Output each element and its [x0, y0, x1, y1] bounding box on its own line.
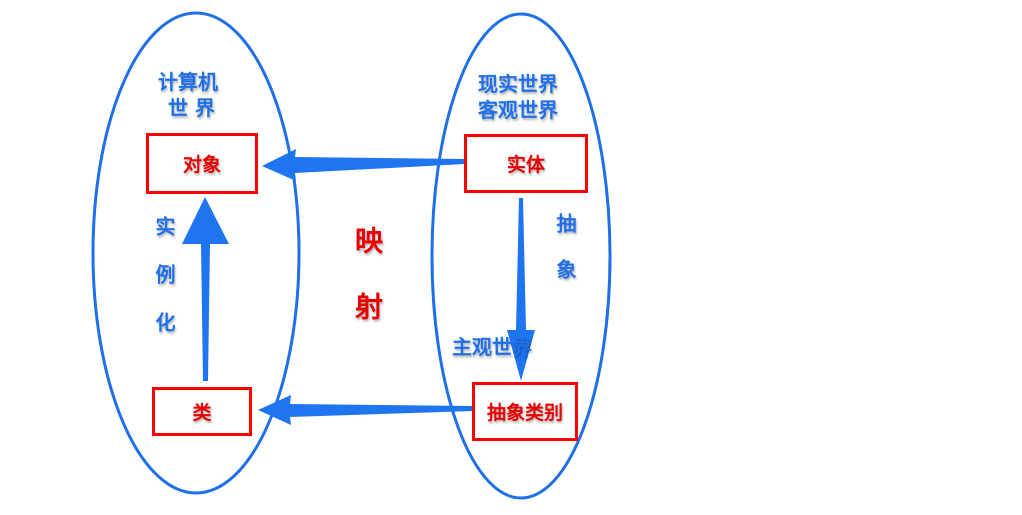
- object-box: 对象: [146, 133, 258, 194]
- computer-world-ellipse: [91, 11, 301, 495]
- computer-world-title-line2: 世 界: [168, 96, 215, 120]
- computer-world-title-line1: 计算机: [158, 70, 218, 94]
- entity-box-label: 实体: [506, 154, 545, 176]
- class-box-label: 类: [192, 402, 212, 424]
- arrow-entity-to-object: [262, 149, 465, 181]
- mapping-label: 映射: [351, 226, 384, 358]
- abstract-label: 抽象: [553, 213, 577, 305]
- class-box: 类: [152, 387, 252, 436]
- real-world-ellipse: [430, 12, 612, 500]
- instantiate-label: 实例化: [152, 216, 176, 360]
- real-world-title-line2: 客观世界: [478, 98, 558, 122]
- arrow-category-to-class: [258, 395, 473, 425]
- abstract-category-box-label: 抽象类别: [486, 402, 563, 424]
- abstract-category-box: 抽象类别: [472, 382, 578, 441]
- subjective-world-label: 主观世界: [452, 335, 532, 359]
- object-box-label: 对象: [182, 154, 221, 176]
- entity-box: 实体: [464, 134, 588, 193]
- real-world-title-line1: 现实世界: [478, 72, 558, 96]
- arrow-class-to-object: [182, 197, 229, 381]
- arrow-entity-to-category: [507, 198, 535, 381]
